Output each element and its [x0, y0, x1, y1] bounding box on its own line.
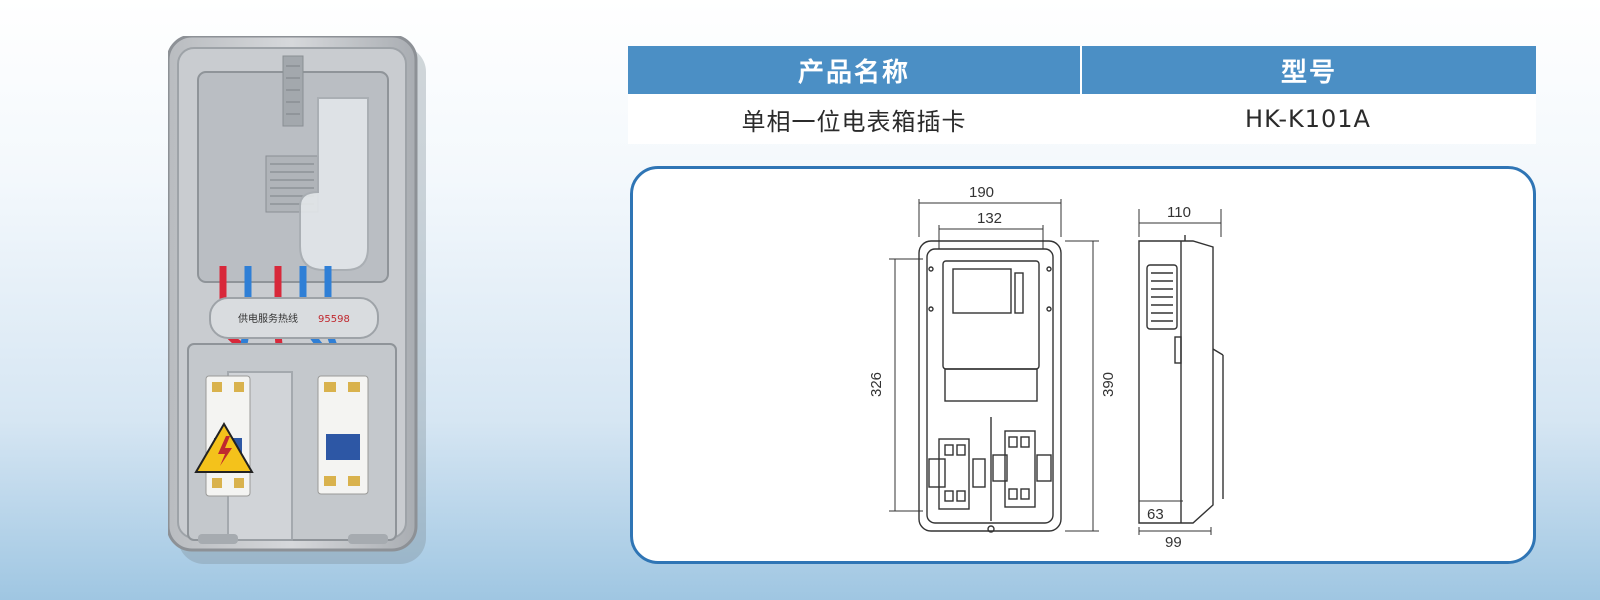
meter-box-illustration: 供电服务热线 95598 [166, 34, 426, 564]
dim-depth-bottom-small: 63 [1147, 506, 1164, 523]
dimension-drawing: 190 132 326 390 110 63 99 [868, 184, 1224, 551]
spec-table-header: 产品名称 型号 [628, 46, 1536, 94]
dimension-drawing-panel: 190 132 326 390 110 63 99 [630, 166, 1536, 564]
right-breaker [317, 375, 369, 495]
dim-width-inner: 132 [977, 210, 1002, 227]
spec-table: 产品名称 型号 单相一位电表箱插卡 HK-K101A [628, 46, 1536, 144]
product-photo: 供电服务热线 95598 [166, 34, 428, 566]
front-view-meter-window [942, 260, 1040, 370]
hotline-label: 供电服务热线 [238, 312, 298, 325]
dim-width-outer: 190 [969, 184, 994, 201]
top-vent [282, 55, 304, 127]
dim-height-outer: 390 [1100, 372, 1117, 397]
side-view-outline [1138, 240, 1214, 524]
header-product-name: 产品名称 [628, 46, 1082, 94]
dim-depth-top: 110 [1167, 204, 1191, 221]
cell-model: HK-K101A [1245, 105, 1371, 133]
card-slot-cover [299, 97, 369, 271]
hotline-plate [209, 297, 379, 339]
front-view-outline [918, 240, 1062, 532]
cell-product-name: 单相一位电表箱插卡 [741, 107, 967, 136]
hotline-number: 95598 [318, 314, 350, 325]
header-model: 型号 [1280, 57, 1337, 88]
table-row: 单相一位电表箱插卡 HK-K101A [628, 94, 1536, 144]
dim-height-inner: 326 [868, 372, 885, 397]
high-voltage-warning-icon [194, 422, 254, 473]
dim-depth-bottom-large: 99 [1165, 534, 1182, 551]
